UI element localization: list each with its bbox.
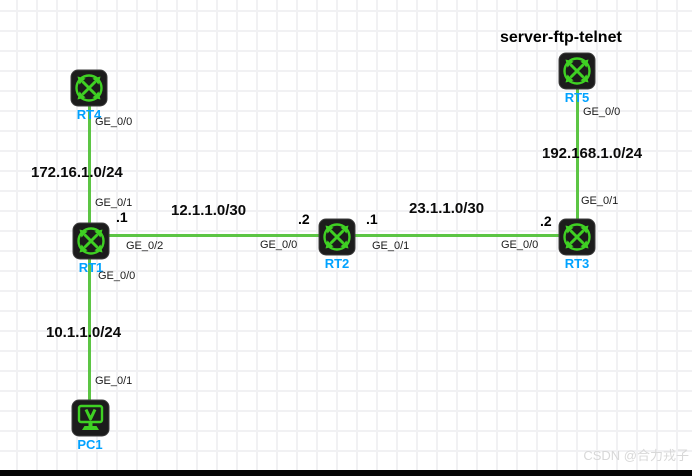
link-rt5-rt3[interactable] [576,71,579,237]
ip-octet-rt2-left: .2 [298,211,310,227]
server-annotation: server-ftp-telnet [500,29,622,46]
bottom-border-bar [0,470,692,476]
device-rt3[interactable]: RT3 [558,218,596,270]
device-label: RT2 [324,256,350,271]
device-label: RT1 [78,260,104,275]
interface-label-rt3-ge00: GE_0/0 [501,239,539,251]
router-icon [70,69,108,107]
router-icon [558,218,596,256]
ip-octet-rt3-left: .2 [540,213,552,229]
device-label: PC1 [77,437,103,452]
network-label-23-1-1-0: 23.1.1.0/30 [409,200,485,217]
network-label-10-1-1-0: 10.1.1.0/24 [46,324,122,341]
network-label-12-1-1-0: 12.1.1.0/30 [171,202,247,219]
interface-label-rt2-ge00: GE_0/0 [260,239,298,251]
device-label: RT5 [564,90,590,105]
interface-label-rt3-ge01: GE_0/1 [581,195,619,207]
interface-label-rt5-ge00: GE_0/0 [583,106,621,118]
router-icon [318,218,356,256]
network-label-172-16-1-0: 172.16.1.0/24 [31,164,123,181]
device-rt2[interactable]: RT2 [318,218,356,270]
link-rt1-pc1[interactable] [88,241,91,418]
device-pc1[interactable]: PC1 [71,399,110,451]
router-icon [558,52,596,90]
interface-label-rt4-ge00: GE_0/0 [95,116,133,128]
ip-octet-rt1-up: .1 [116,209,128,225]
watermark: CSDN @合力戎子 [583,448,689,463]
router-icon [72,222,110,260]
device-label: RT4 [76,107,102,122]
interface-label-rt1-ge01: GE_0/1 [95,197,133,209]
link-rt1-rt2[interactable] [92,234,338,237]
ip-octet-rt2-right: .1 [366,211,378,227]
interface-label-rt1-ge02: GE_0/2 [126,240,164,252]
interface-label-rt1-ge00: GE_0/0 [98,270,136,282]
device-rt4[interactable]: RT4 [70,69,108,121]
pc-icon [71,399,110,437]
interface-label-rt2-ge01: GE_0/1 [372,240,410,252]
link-rt2-rt3[interactable] [338,234,578,237]
device-label: RT3 [564,256,590,271]
interface-label-pc1-ge01: GE_0/1 [95,375,133,387]
link-rt4-rt1[interactable] [88,88,91,241]
device-rt5[interactable]: RT5 [558,52,596,104]
device-rt1[interactable]: RT1 [72,222,110,274]
network-label-192-168-1-0: 192.168.1.0/24 [542,145,643,162]
